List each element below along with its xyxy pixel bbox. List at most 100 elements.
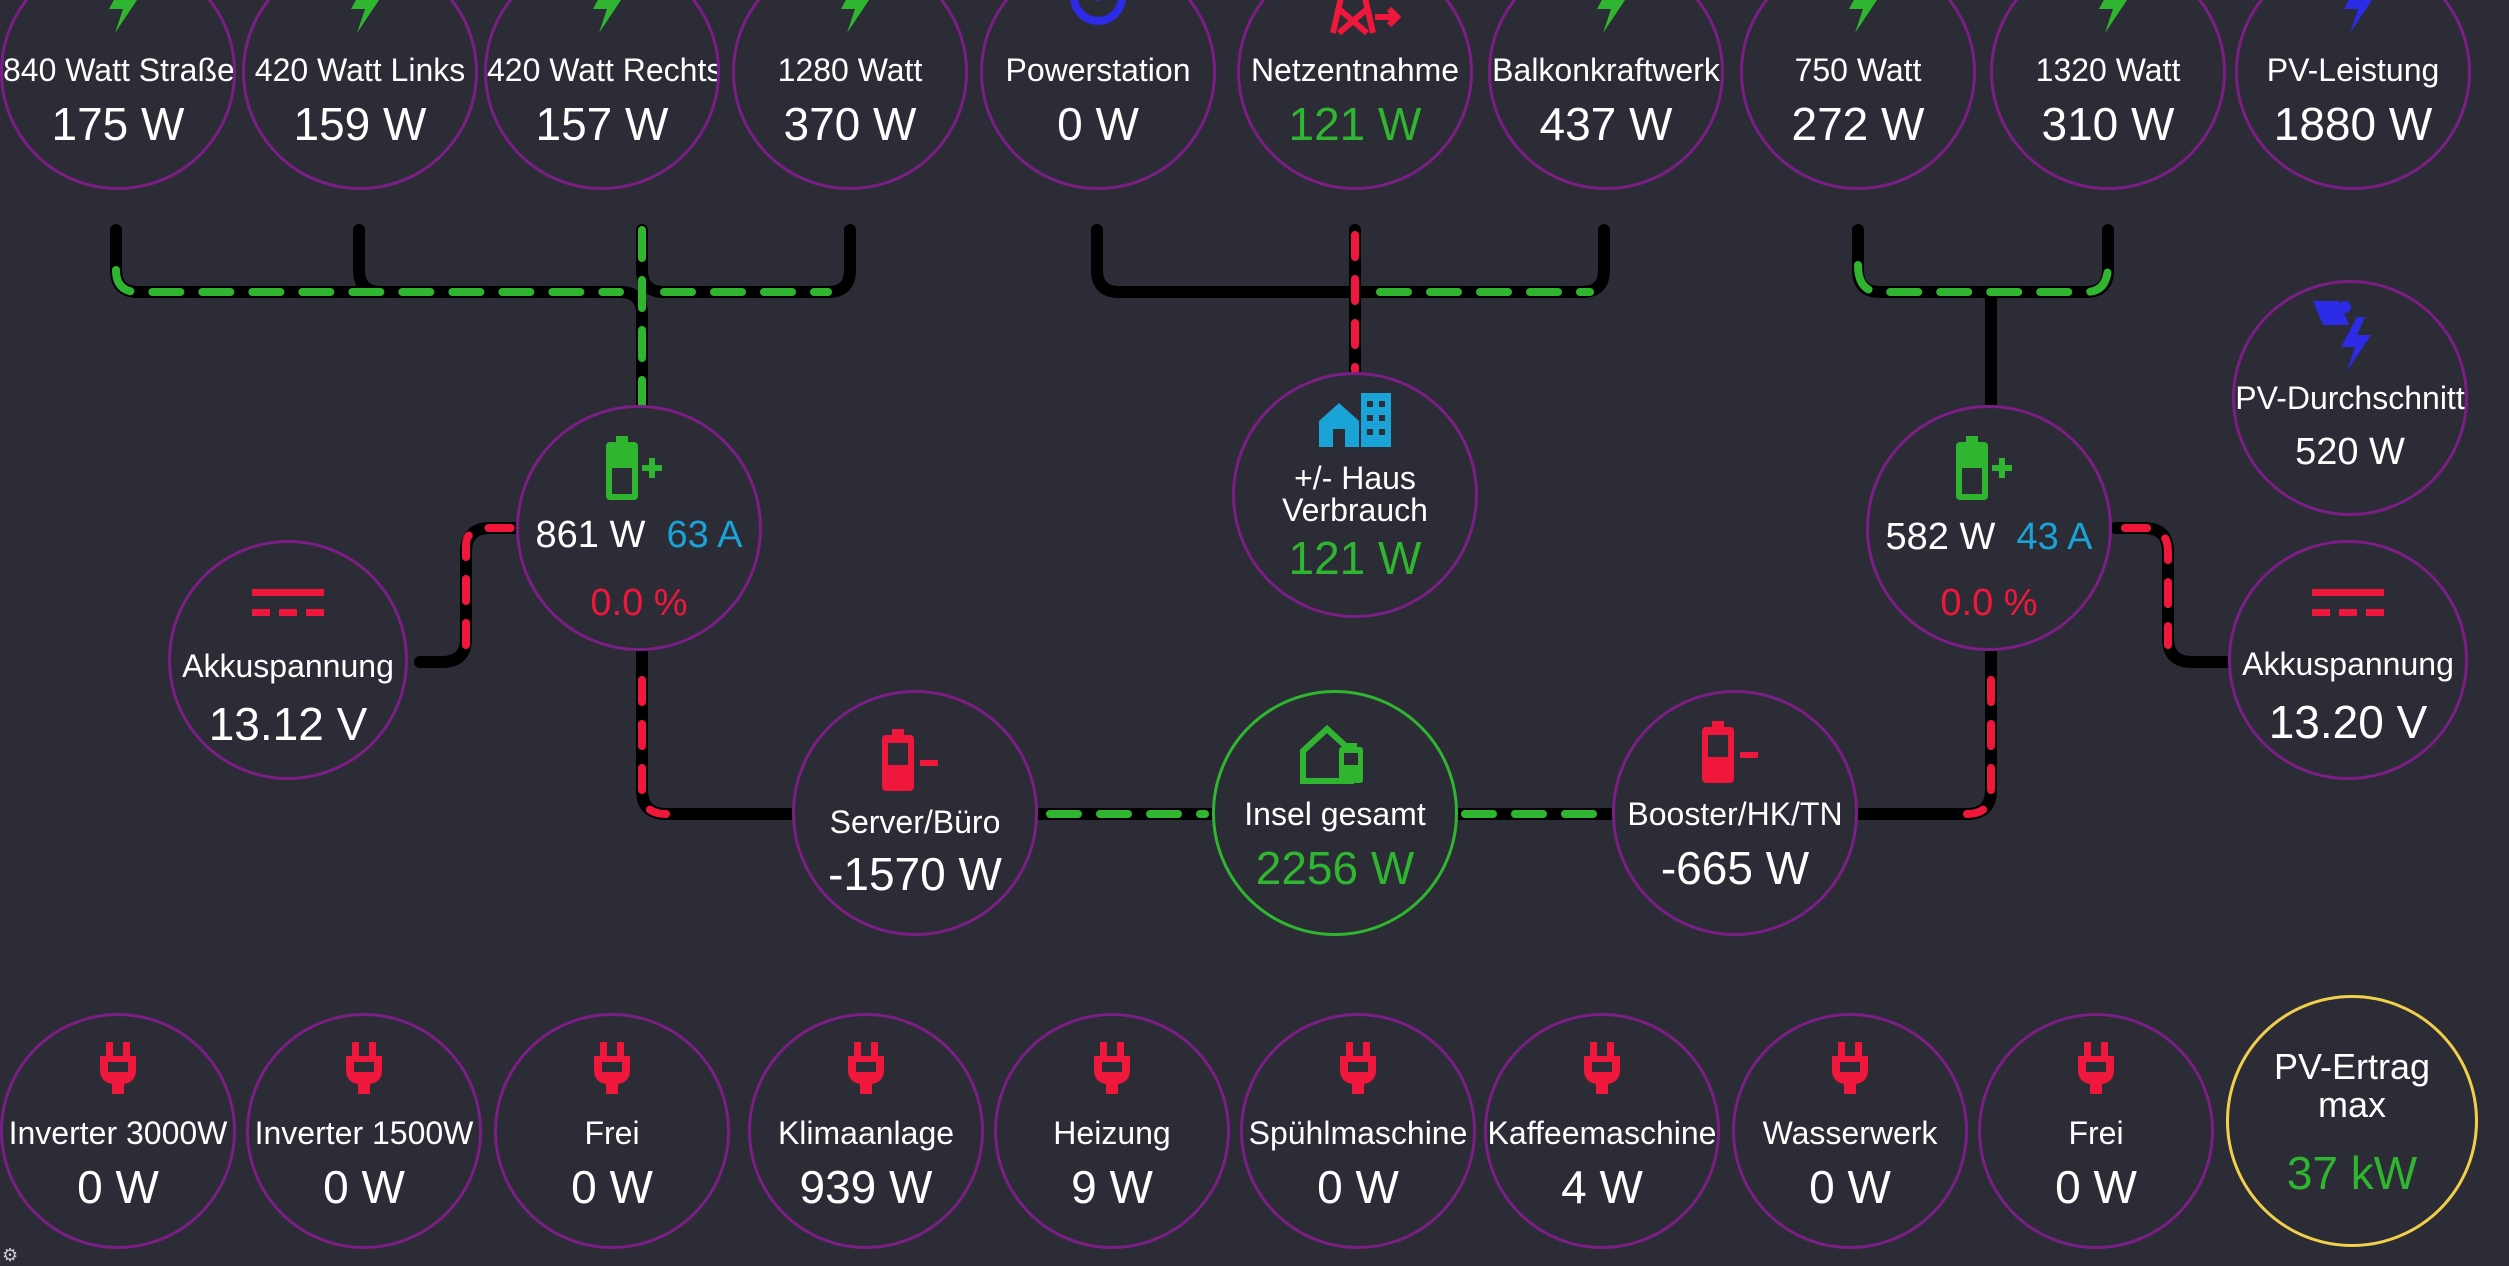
solar-panel-icon: [2238, 0, 2468, 100]
pv-power-node[interactable]: PV-Leistung 1880 W: [2235, 0, 2471, 190]
node-label: PV-Leistung: [2266, 52, 2440, 88]
power-icon: [983, 0, 1213, 100]
house-consumption-node[interactable]: +/- Haus Verbrauch 121 W: [1232, 372, 1478, 618]
node-value: 272 W: [1791, 98, 1925, 150]
grid-import-node[interactable]: Netzentnahme 121 W: [1237, 0, 1473, 190]
node-value: 37 kW: [2286, 1147, 2418, 1199]
socket-frei-2[interactable]: Frei 0 W: [1978, 1013, 2214, 1249]
node-value: 175 W: [51, 98, 185, 150]
node-label: Heizung: [1053, 1115, 1171, 1151]
node-label: Inverter 3000W: [8, 1115, 228, 1151]
node-label: Inverter 1500W: [254, 1115, 474, 1151]
battery-soc: 0.0 %: [1940, 582, 2038, 624]
node-value: 520 W: [2295, 431, 2405, 473]
socket-spuehlmaschine[interactable]: Spühlmaschine 0 W: [1240, 1013, 1476, 1249]
pv-string-840-straße[interactable]: 840 Watt Straße 175 W: [0, 0, 236, 190]
node-value: 0 W: [77, 1161, 159, 1213]
pv-string-1320[interactable]: 1320 Watt 310 W: [1990, 0, 2226, 190]
voltage-right-node[interactable]: Akkuspannung 13.20 V: [2228, 540, 2468, 780]
node-label: PV-Ertrag: [2273, 1046, 2431, 1087]
pv-string-750[interactable]: 750 Watt 272 W: [1740, 0, 1976, 190]
node-label-line2: max: [2317, 1084, 2386, 1125]
node-value: 157 W: [535, 98, 669, 150]
node-label: +/- Haus: [1294, 460, 1416, 496]
node-label: Powerstation: [1005, 52, 1191, 88]
power-plug-icon: [1981, 1036, 2211, 1101]
node-value: 13.12 V: [208, 698, 368, 750]
node-label: 420 Watt Links: [254, 52, 466, 88]
node-value: 370 W: [783, 98, 917, 150]
battery-power: 582 W: [1885, 516, 1996, 558]
node-label-line2: Verbrauch: [1282, 492, 1428, 528]
solar-panel-icon: [3, 0, 233, 100]
home-city-icon: [1235, 385, 1475, 460]
node-value: 0 W: [1317, 1161, 1399, 1213]
server-office-node[interactable]: Server/Büro -1570 W: [792, 690, 1038, 936]
pv-string-420-rechts[interactable]: 420 Watt Rechts 157 W: [484, 0, 720, 190]
pv-string-420-links[interactable]: 420 Watt Links 159 W: [242, 0, 478, 190]
node-value: 9 W: [1071, 1161, 1153, 1213]
node-value: 121 W: [1288, 98, 1422, 150]
battery-current: 63 A: [666, 514, 743, 556]
balcony-power-node[interactable]: Balkonkraftwerk 437 W: [1488, 0, 1724, 190]
node-value: 437 W: [1539, 98, 1673, 150]
socket-klimaanlage[interactable]: Klimaanlage 939 W: [748, 1013, 984, 1249]
battery-left-node[interactable]: 861 W 63 A 0.0 %: [516, 405, 762, 651]
power-plug-icon: [249, 1036, 479, 1101]
settings-gear-icon[interactable]: ⚙: [2, 1245, 19, 1265]
island-total-node[interactable]: Insel gesamt 2256 W: [1212, 690, 1458, 936]
booster-node[interactable]: Booster/HK/TN -665 W: [1612, 690, 1858, 936]
node-value: 0 W: [323, 1161, 405, 1213]
node-value: -665 W: [1660, 842, 1810, 894]
battery-soc: 0.0 %: [590, 582, 688, 624]
pv-average-node[interactable]: PV-Durchschnitt 520 W: [2232, 280, 2468, 516]
node-label: Frei: [2068, 1115, 2124, 1151]
node-label: Netzentnahme: [1250, 52, 1460, 88]
node-value: 2256 W: [1255, 842, 1415, 894]
node-label: Booster/HK/TN: [1627, 796, 1843, 832]
node-value: 4 W: [1561, 1161, 1643, 1213]
battery-right-node[interactable]: 582 W 43 A 0.0 %: [1866, 405, 2112, 651]
node-label: Kaffeemaschine: [1487, 1115, 1717, 1151]
battery-readout: 861 W 63 A: [519, 510, 759, 560]
pv-yield-max-node[interactable]: PV-Ertrag max 37 kW: [2226, 995, 2478, 1247]
socket-wasserwerk[interactable]: Wasserwerk 0 W: [1732, 1013, 1968, 1249]
battery-charging-icon: [1869, 428, 2109, 513]
node-label: 1280 Watt: [777, 52, 923, 88]
socket-frei-1[interactable]: Frei 0 W: [494, 1013, 730, 1249]
battery-power: 861 W: [535, 514, 646, 556]
node-value: 1880 W: [2273, 98, 2433, 150]
socket-inverter-1500[interactable]: Inverter 1500W 0 W: [246, 1013, 482, 1249]
solar-panel-icon: [1491, 0, 1721, 100]
socket-kaffeemaschine[interactable]: Kaffeemaschine 4 W: [1484, 1013, 1720, 1249]
solar-panel-icon: [735, 0, 965, 100]
solar-panel-icon: [2235, 295, 2465, 380]
node-label: Insel gesamt: [1244, 796, 1426, 832]
node-label: Balkonkraftwerk: [1492, 52, 1720, 88]
battery-readout: 582 W 43 A: [1869, 512, 2109, 562]
pv-string-1280[interactable]: 1280 Watt 370 W: [732, 0, 968, 190]
node-label: Wasserwerk: [1762, 1115, 1938, 1151]
node-value: 0 W: [571, 1161, 653, 1213]
node-value: 0 W: [1057, 98, 1139, 150]
power-plug-icon: [1487, 1036, 1717, 1101]
socket-heizung[interactable]: Heizung 9 W: [994, 1013, 1230, 1249]
node-label: 420 Watt Rechts: [487, 52, 720, 88]
node-label: 750 Watt: [1794, 52, 1922, 88]
node-label: 1320 Watt: [2035, 52, 2181, 88]
node-value: 121 W: [1288, 532, 1422, 584]
node-value: 0 W: [1809, 1161, 1891, 1213]
power-plug-icon: [1735, 1036, 1965, 1101]
node-value: -1570 W: [828, 848, 1002, 900]
node-label: Frei: [584, 1115, 640, 1151]
socket-inverter-3000[interactable]: Inverter 3000W 0 W: [0, 1013, 236, 1249]
node-label: Server/Büro: [829, 804, 1001, 840]
voltage-left-node[interactable]: Akkuspannung 13.12 V: [168, 540, 408, 780]
battery-minus-icon: [1615, 717, 1855, 792]
node-label: PV-Durchschnitt: [2235, 380, 2465, 416]
node-value: 939 W: [799, 1161, 933, 1213]
solar-panel-icon: [487, 0, 717, 100]
power-plug-icon: [997, 1036, 1227, 1101]
node-value: 13.20 V: [2268, 696, 2428, 748]
